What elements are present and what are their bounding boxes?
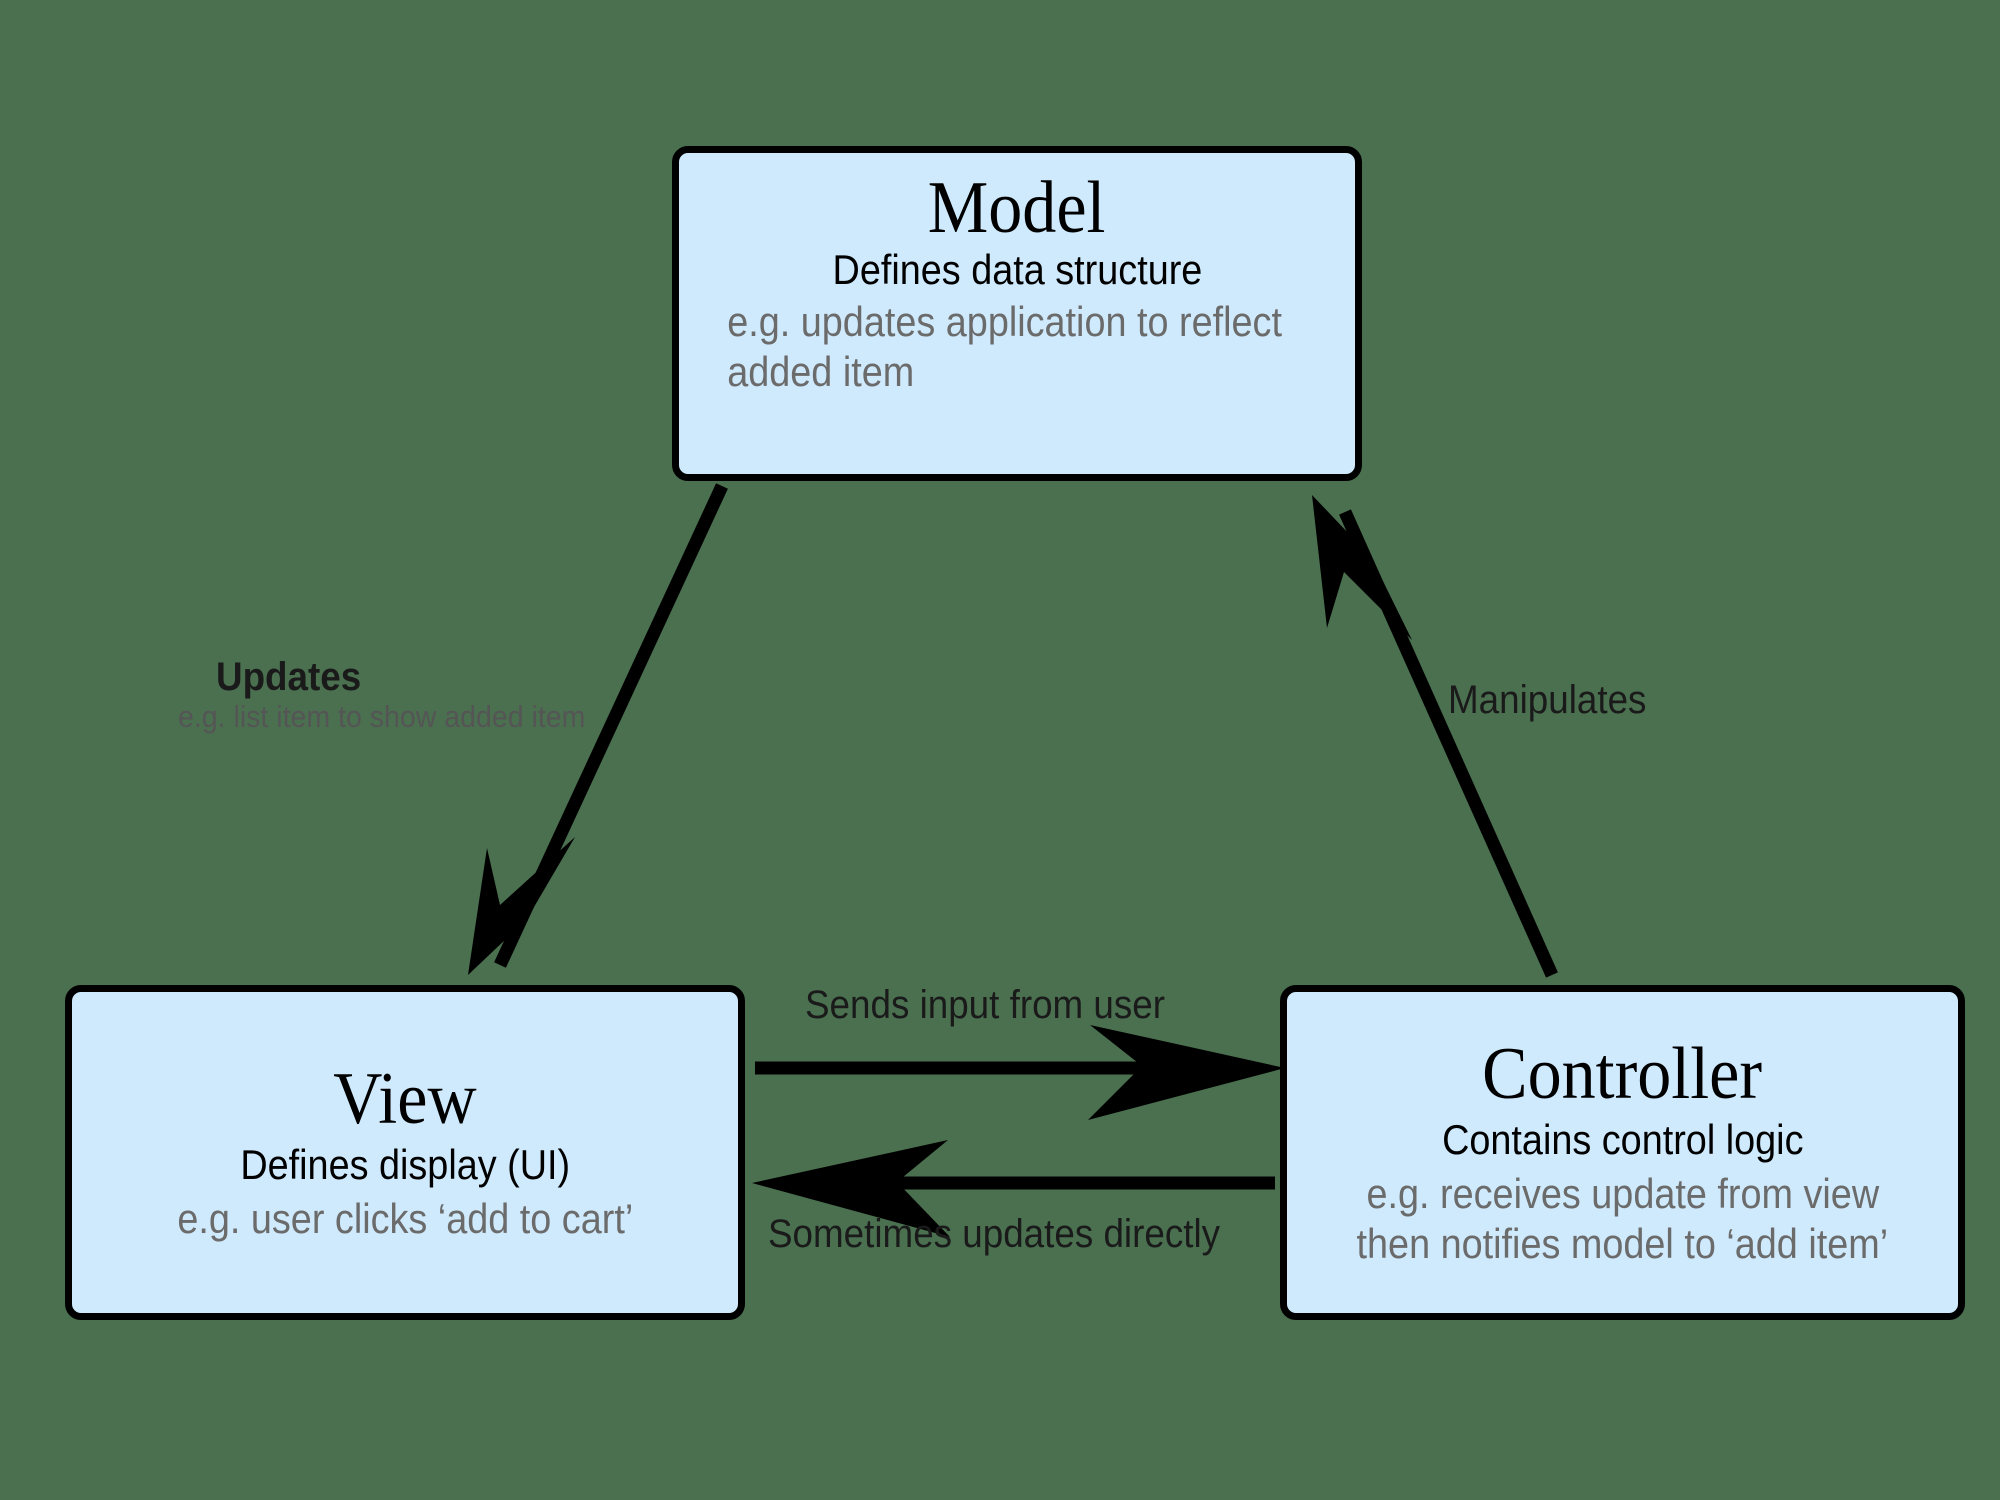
node-view[interactable]: View Defines display (UI) e.g. user clic… [65, 985, 745, 1320]
node-controller-subtitle: Contains control logic [1441, 1115, 1804, 1163]
node-model-subtitle: Defines data structure [832, 246, 1202, 293]
edge-label-sometimes-updates-title: Sometimes updates directly [768, 1212, 1221, 1256]
node-model[interactable]: Model Defines data structure e.g. update… [672, 146, 1362, 481]
edge-label-updates: Updates e.g. list item to show added ite… [178, 655, 621, 735]
node-controller-example-line2: then notifies model to ‘add item’ [1356, 1219, 1889, 1267]
edge-controller-to-model [1312, 495, 1558, 978]
node-view-title: View [333, 1057, 477, 1140]
edge-label-sends-input-title: Sends input from user [805, 983, 1166, 1027]
node-model-title: Model [928, 167, 1106, 249]
node-controller-example-line1: e.g. receives update from view [1366, 1170, 1879, 1218]
edge-label-manipulates: Manipulates [1448, 678, 1664, 723]
edge-label-updates-title: Updates [216, 655, 362, 699]
edge-view-to-controller [755, 1025, 1285, 1120]
edge-label-updates-example: e.g. list item to show added item [178, 698, 586, 734]
edge-label-sometimes-updates: Sometimes updates directly [768, 1212, 1259, 1257]
node-controller[interactable]: Controller Contains control logic e.g. r… [1280, 985, 1965, 1320]
edge-label-manipulates-title: Manipulates [1448, 678, 1647, 722]
edge-label-sends-input: Sends input from user [805, 983, 1196, 1028]
node-view-example: e.g. user clicks ‘add to cart’ [177, 1194, 633, 1242]
node-controller-title: Controller [1482, 1032, 1763, 1115]
node-view-subtitle: Defines display (UI) [240, 1140, 570, 1188]
node-model-example: e.g. updates application to reflect adde… [727, 298, 1282, 395]
